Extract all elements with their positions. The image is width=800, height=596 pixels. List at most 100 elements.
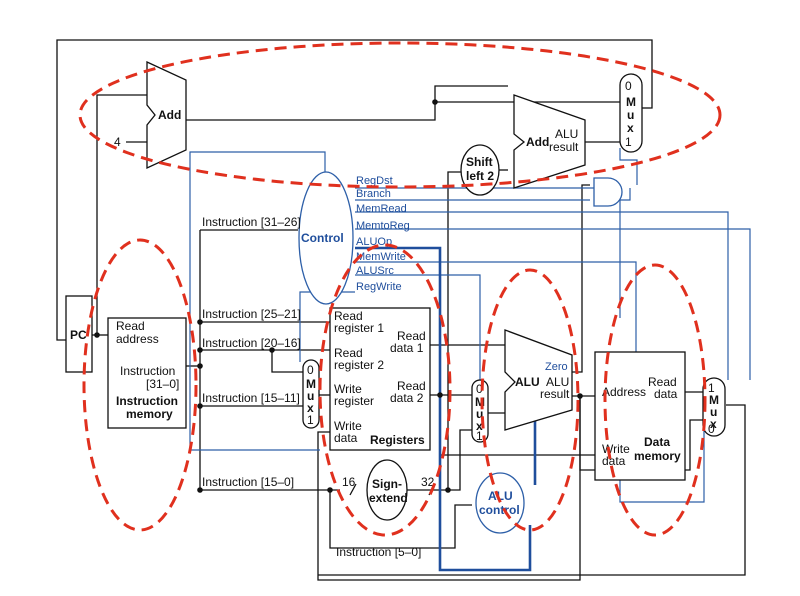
alusrc-mux: 0 M u x 1 <box>471 379 489 443</box>
reg-wr-1: Write <box>334 382 362 396</box>
reg-rr1-1: Read <box>334 309 363 323</box>
signal-memtoreg: MemtoReg <box>356 220 410 232</box>
sign-extend: Sign- extend 16 32 <box>342 459 436 521</box>
constant-four: 4 <box>114 135 121 149</box>
instruction-fields: Instruction [31–26] Instruction [25–21] … <box>202 215 421 559</box>
regdst-mux-1: 1 <box>307 413 314 427</box>
pc-mux-1: 1 <box>625 135 632 149</box>
stage-highlights <box>78 41 722 537</box>
mem-mux-x: x <box>710 417 717 431</box>
sign-label-2: extend <box>369 491 408 505</box>
dm-title-2: memory <box>634 449 681 463</box>
junction-dots <box>94 99 583 493</box>
alusrc-mux-1: 1 <box>476 429 483 443</box>
mem-mux-u: u <box>710 405 717 419</box>
bits-32: 32 <box>421 475 435 489</box>
regdst-mux-u: u <box>307 389 314 403</box>
control-label: Control <box>301 231 344 245</box>
im-address: address <box>116 332 159 346</box>
aluctrl-label-1: ALU <box>488 489 513 503</box>
main-alu: ALU Zero ALU result <box>504 329 573 431</box>
sign-label-1: Sign- <box>372 477 402 491</box>
shift-left-2: Shift left 2 <box>460 144 500 196</box>
reg-rd1-1: Read <box>397 329 426 343</box>
branch-adder-label: Add <box>526 135 549 149</box>
reg-rd2-2: data 2 <box>390 391 424 405</box>
shift-label-1: Shift <box>466 155 493 169</box>
reg-rr2-1: Read <box>334 346 363 360</box>
pc-adder: Add <box>146 60 187 170</box>
and-gate <box>593 177 623 207</box>
pc-label: PC <box>70 328 87 342</box>
dm-title-1: Data <box>644 435 670 449</box>
alusrc-mux-m: M <box>475 395 485 409</box>
register-file: Read register 1 Read register 2 Write re… <box>329 307 431 451</box>
im-bits: [31–0] <box>146 377 179 391</box>
signal-regdst: RegDst <box>356 175 393 187</box>
im-title-2: memory <box>126 407 173 421</box>
instr-5-0: Instruction [5–0] <box>336 545 421 559</box>
shift-label-2: left 2 <box>466 169 494 183</box>
datapath-wires <box>56 39 746 581</box>
reg-rr1-2: register 1 <box>334 321 384 335</box>
alu-result-1: ALU <box>546 375 569 389</box>
reg-wr-2: register <box>334 394 374 408</box>
mem-mux-m: M <box>709 393 719 407</box>
instr-31-26: Instruction [31–26] <box>202 215 301 229</box>
reg-rr2-2: register 2 <box>334 358 384 372</box>
im-instruction: Instruction <box>120 364 175 378</box>
branch-adder-result: result <box>549 140 579 154</box>
dm-write-2: data <box>602 454 626 468</box>
reg-wd-2: data <box>334 431 358 445</box>
signal-regwrite: RegWrite <box>356 281 402 293</box>
signal-memread: MemRead <box>356 203 407 215</box>
reg-title: Registers <box>370 433 425 447</box>
dm-read-2: data <box>654 387 678 401</box>
alu-label: ALU <box>515 375 540 389</box>
regdst-mux-m: M <box>306 377 316 391</box>
reg-wd-1: Write <box>334 419 362 433</box>
instr-25-21: Instruction [25–21] <box>202 307 301 321</box>
mem-mux-0: 0 <box>708 422 715 436</box>
data-memory: Address Read data Write data Data memory <box>594 351 686 481</box>
reg-rd1-2: data 1 <box>390 341 424 355</box>
control-unit: Control <box>298 171 354 305</box>
instr-20-16: Instruction [20–16] <box>202 336 301 350</box>
pc-mux-x: x <box>627 121 634 135</box>
pc-mux-0: 0 <box>625 79 632 93</box>
alusrc-mux-u: u <box>476 407 483 421</box>
signal-aluop: ALUOp <box>356 236 392 248</box>
mem-mux-1: 1 <box>708 381 715 395</box>
im-read: Read <box>116 319 145 333</box>
regdst-mux: 0 M u x 1 <box>302 359 320 429</box>
bits-16: 16 <box>342 475 356 489</box>
pc-mux-u: u <box>627 108 634 122</box>
branch-adder: Add ALU result <box>513 94 586 189</box>
aluctrl-label-2: control <box>479 503 520 517</box>
im-title-1: Instruction <box>116 394 178 408</box>
pc-source-mux: 0 M u x 1 <box>619 73 643 153</box>
control-signals: RegDst Branch MemRead MemtoReg ALUOp Mem… <box>356 175 410 293</box>
regdst-mux-x: x <box>307 401 314 415</box>
dm-address: Address <box>602 385 646 399</box>
regdst-mux-0: 0 <box>307 363 314 377</box>
branch-adder-alu: ALU <box>555 127 578 141</box>
memtoreg-mux: 1 M u x 0 <box>702 377 726 437</box>
instruction-memory: Read address Instruction [31–0] Instruct… <box>107 317 187 429</box>
alu-zero: Zero <box>545 361 568 373</box>
pc-mux-m: M <box>626 95 636 109</box>
reg-rd2-1: Read <box>397 379 426 393</box>
pc-adder-label: Add <box>158 108 181 122</box>
signal-alusrc: ALUSrc <box>356 265 394 277</box>
instr-15-0: Instruction [15–0] <box>202 475 294 489</box>
alusrc-mux-x: x <box>476 419 483 433</box>
alu-control: ALU control <box>475 472 525 534</box>
signal-branch: Branch <box>356 188 391 200</box>
alusrc-mux-0: 0 <box>476 382 483 396</box>
instr-15-11: Instruction [15–11] <box>202 391 300 405</box>
signal-memwrite: MemWrite <box>356 251 406 263</box>
dm-read-1: Read <box>648 375 677 389</box>
alu-result-2: result <box>540 387 570 401</box>
